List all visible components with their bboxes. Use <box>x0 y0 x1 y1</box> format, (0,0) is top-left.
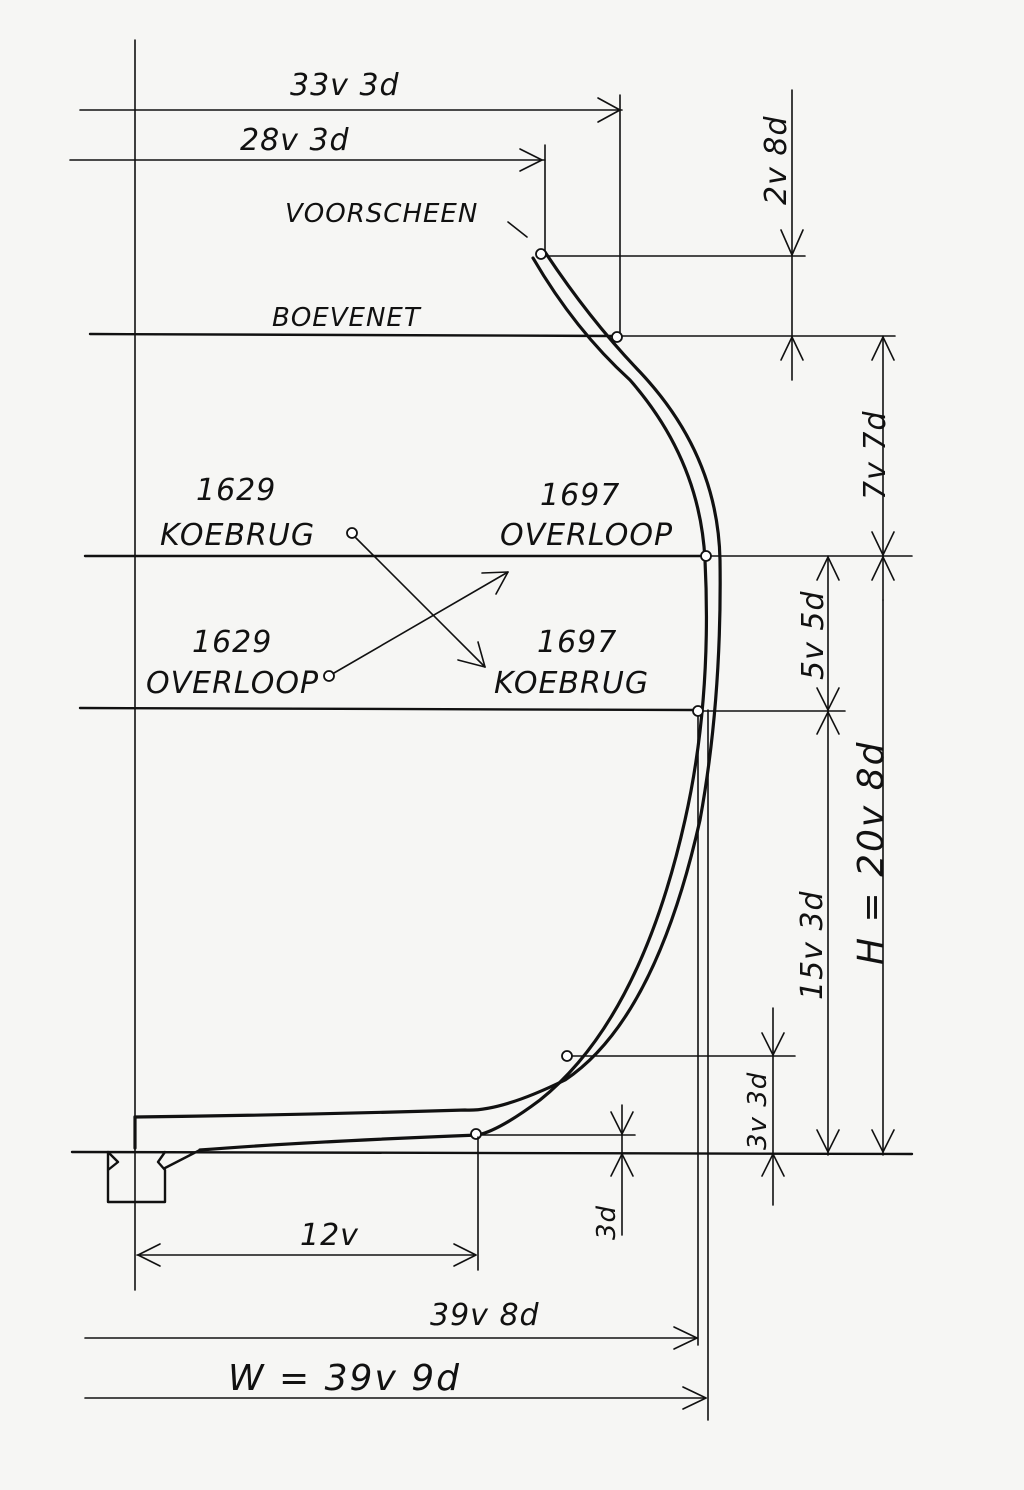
deck-line-lower <box>78 706 695 712</box>
hull-frame-inner <box>133 250 722 1119</box>
label-1629-koebrug-year: 1629 <box>196 473 276 508</box>
label-1697-koebrug-year: 1697 <box>537 625 617 660</box>
label-bottom-width: W = 39v 9d <box>228 1358 461 1399</box>
base-line <box>70 1150 914 1156</box>
keel-rabbet-line <box>163 1148 202 1170</box>
arrow-right-middle-down <box>816 687 840 711</box>
keel-block <box>106 1150 167 1204</box>
arrow-overloop-move <box>333 571 509 674</box>
arrow-koebrug-move <box>355 537 486 668</box>
label-right-upper: 7v 7d <box>858 410 893 500</box>
label-1629-overloop-name: OVERLOOP <box>146 666 319 701</box>
label-voorscheen: VOORSCHEEN <box>285 199 478 229</box>
point-bilge <box>561 1050 573 1062</box>
point-voorscheen <box>535 248 547 260</box>
label-top-outer: 33v 3d <box>290 68 400 103</box>
label-1697-overloop-year: 1697 <box>540 478 620 513</box>
arrow-right-bottom-down <box>761 1032 785 1056</box>
point-upper-deck <box>700 550 712 562</box>
label-1629-koebrug-name: KOEBRUG <box>160 518 315 553</box>
label-right-lower: 15v 3d <box>795 890 830 1000</box>
arrow-overloop-head <box>481 571 509 595</box>
arrow-koebrug-head <box>457 641 486 668</box>
label-top-inner: 28v 3d <box>240 123 350 158</box>
arrow-bottom-inner-left <box>137 1243 161 1267</box>
arrow-bottom-mid <box>673 1326 698 1350</box>
label-right-bottom-small: 3v 3d <box>743 1072 773 1150</box>
label-right-top: 2v 8d <box>759 115 794 205</box>
leader-voorscheen <box>507 221 528 238</box>
arrow-right-top-down <box>780 229 804 256</box>
koebrug-1629-origin <box>346 527 358 539</box>
arrow-right-height-down <box>871 1129 895 1153</box>
point-boevenet <box>611 331 623 343</box>
overloop-1629-origin <box>323 670 335 682</box>
arrow-bottom-width <box>682 1386 707 1410</box>
label-bottom-mid: 39v 8d <box>430 1298 540 1333</box>
hull-frame-outer <box>198 256 709 1152</box>
label-right-height: H = 20v 8d <box>851 741 892 965</box>
arrow-right-upper-down <box>871 531 895 556</box>
arrow-bottom-inner-right <box>453 1243 477 1267</box>
deck-line-boevenet <box>88 332 614 338</box>
label-1629-overloop-year: 1629 <box>192 625 272 660</box>
arrow-right-top-up <box>780 336 804 361</box>
label-bottom-inner: 12v <box>300 1218 359 1253</box>
arrow-right-bottom-up <box>761 1153 785 1177</box>
label-right-middle: 5v 5d <box>796 590 831 680</box>
label-1697-koebrug-name: KOEBRUG <box>494 666 649 701</box>
arrow-bottom-small-down <box>610 1111 634 1135</box>
label-boevenet: BOEVENET <box>272 303 422 333</box>
arrow-top-inner <box>519 148 543 172</box>
arrow-right-middle-up <box>816 556 840 581</box>
arrow-right-height-up <box>871 556 895 581</box>
label-1697-overloop-name: OVERLOOP <box>500 518 673 553</box>
arrow-right-lower-up <box>816 711 840 735</box>
arrow-right-upper-up <box>871 336 895 361</box>
point-lower-deck <box>692 705 704 717</box>
label-bottom-small: 3d <box>592 1205 622 1240</box>
arrow-bottom-small-up <box>610 1153 634 1177</box>
point-keel <box>470 1128 482 1140</box>
arrow-right-lower-down <box>816 1129 840 1153</box>
